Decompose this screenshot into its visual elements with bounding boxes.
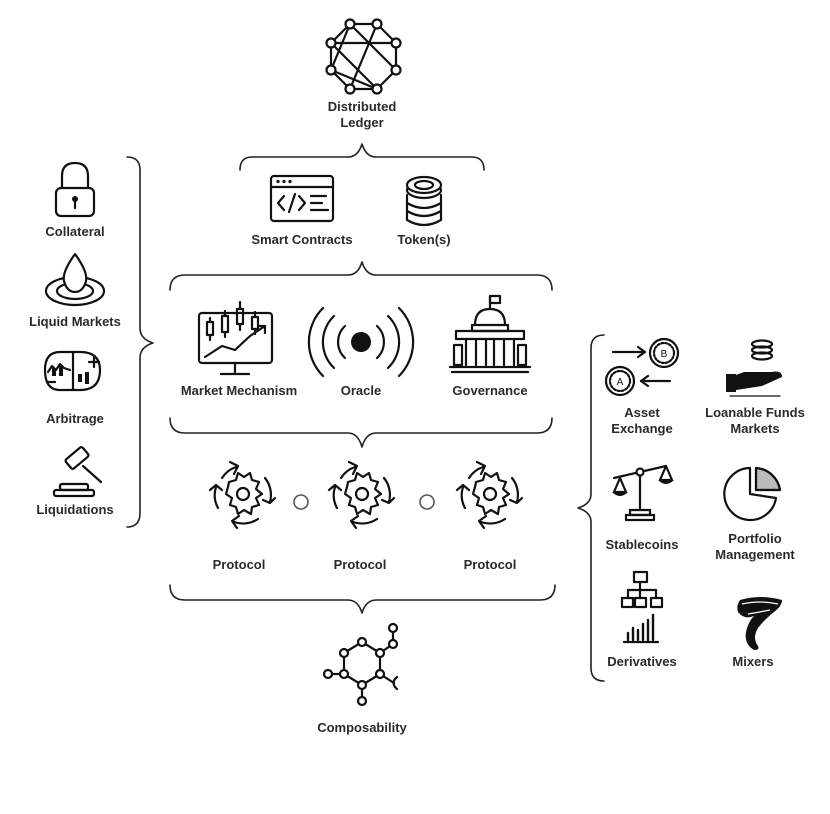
capitol-building-icon: [448, 294, 532, 374]
brace-protocols: [169, 584, 556, 614]
lock-icon: [54, 161, 96, 218]
hierarchy-chart-icon: [620, 570, 664, 644]
liquid-markets-label: Liquid Markets: [29, 314, 121, 329]
market-mechanism-label: Market Mechanism: [180, 383, 298, 398]
collateral-label: Collateral: [45, 224, 105, 239]
brace-ledger: [239, 143, 485, 171]
mixers-label: Mixers: [732, 654, 774, 669]
stablecoins-label: Stablecoins: [605, 537, 679, 552]
protocol-gear-icon-1: [208, 460, 277, 530]
liquidations-label: Liquidations: [36, 502, 114, 517]
water-drop-icon: [44, 252, 106, 307]
gavel-icon: [52, 446, 103, 498]
protocol-connector-1: [293, 494, 309, 510]
brace-layer1: [169, 261, 553, 291]
asset-exchange-icon: [604, 337, 680, 397]
protocol-connector-2: [419, 494, 435, 510]
trading-monitor-icon: [197, 300, 274, 376]
protocol-gear-icon-3: [455, 460, 524, 530]
tokens-label: Token(s): [397, 232, 451, 247]
broadcast-icon: [307, 306, 415, 378]
distributed-ledger-label: Distributed Ledger: [327, 99, 397, 130]
governance-label: Governance: [452, 383, 528, 398]
protocol-label-3: Protocol: [463, 557, 517, 572]
brace-left-column: [126, 156, 154, 528]
code-window-icon: [269, 174, 335, 223]
molecule-icon: [322, 622, 399, 707]
pie-chart-icon: [723, 466, 782, 522]
composability-label: Composability: [317, 720, 407, 735]
derivatives-label: Derivatives: [607, 654, 677, 669]
brace-right-column: [577, 334, 605, 682]
arbitrage-icon: [43, 350, 102, 392]
loanable-funds-markets-label: Loanable Funds Markets: [705, 405, 805, 436]
protocol-label-2: Protocol: [333, 557, 387, 572]
protocol-gear-icon-2: [327, 460, 396, 530]
coin-a-letter: A: [617, 377, 624, 388]
tornado-icon: [737, 597, 782, 650]
portfolio-management-label: Portfolio Management: [715, 531, 795, 562]
coin-b-letter: B: [661, 349, 668, 360]
arbitrage-label: Arbitrage: [46, 411, 104, 426]
protocol-label-1: Protocol: [212, 557, 266, 572]
smart-contracts-label: Smart Contracts: [251, 232, 353, 247]
brace-layer2: [169, 417, 553, 448]
asset-exchange-label: Asset Exchange: [611, 405, 673, 436]
scale-balance-icon: [612, 464, 674, 522]
coin-stack-icon: [405, 175, 443, 227]
hand-coins-icon: [726, 339, 782, 397]
oracle-label: Oracle: [340, 383, 382, 398]
network-icon: [325, 18, 402, 95]
